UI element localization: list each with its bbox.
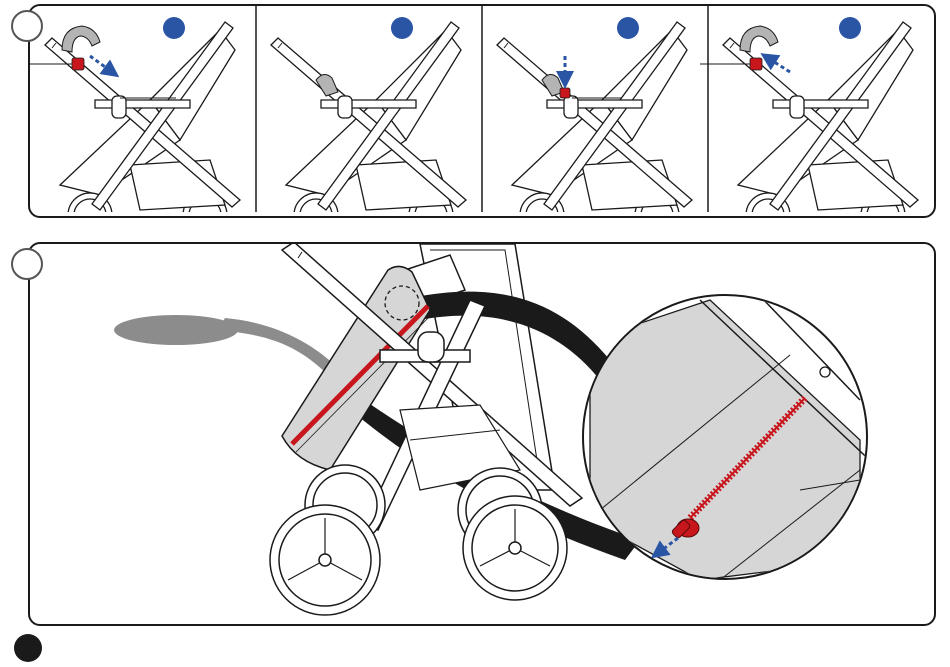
- frame-step-2: [271, 22, 466, 237]
- frame-step-1: [22, 22, 240, 237]
- step-badge-1: [163, 17, 185, 39]
- step-marker-bottom: [11, 248, 43, 280]
- frame-step-4: [700, 22, 918, 237]
- callout-bubble: [114, 315, 238, 345]
- top-frames: [22, 22, 918, 237]
- step-badge-4: [839, 17, 861, 39]
- zoom-detail-content: [590, 296, 880, 580]
- step-badge-2: [391, 17, 413, 39]
- step-badge-3: [617, 17, 639, 39]
- step-marker-top: [11, 10, 43, 42]
- frame-step-3: [497, 22, 692, 237]
- bottom-scene: [114, 242, 880, 615]
- page-marker-dot: [14, 634, 42, 662]
